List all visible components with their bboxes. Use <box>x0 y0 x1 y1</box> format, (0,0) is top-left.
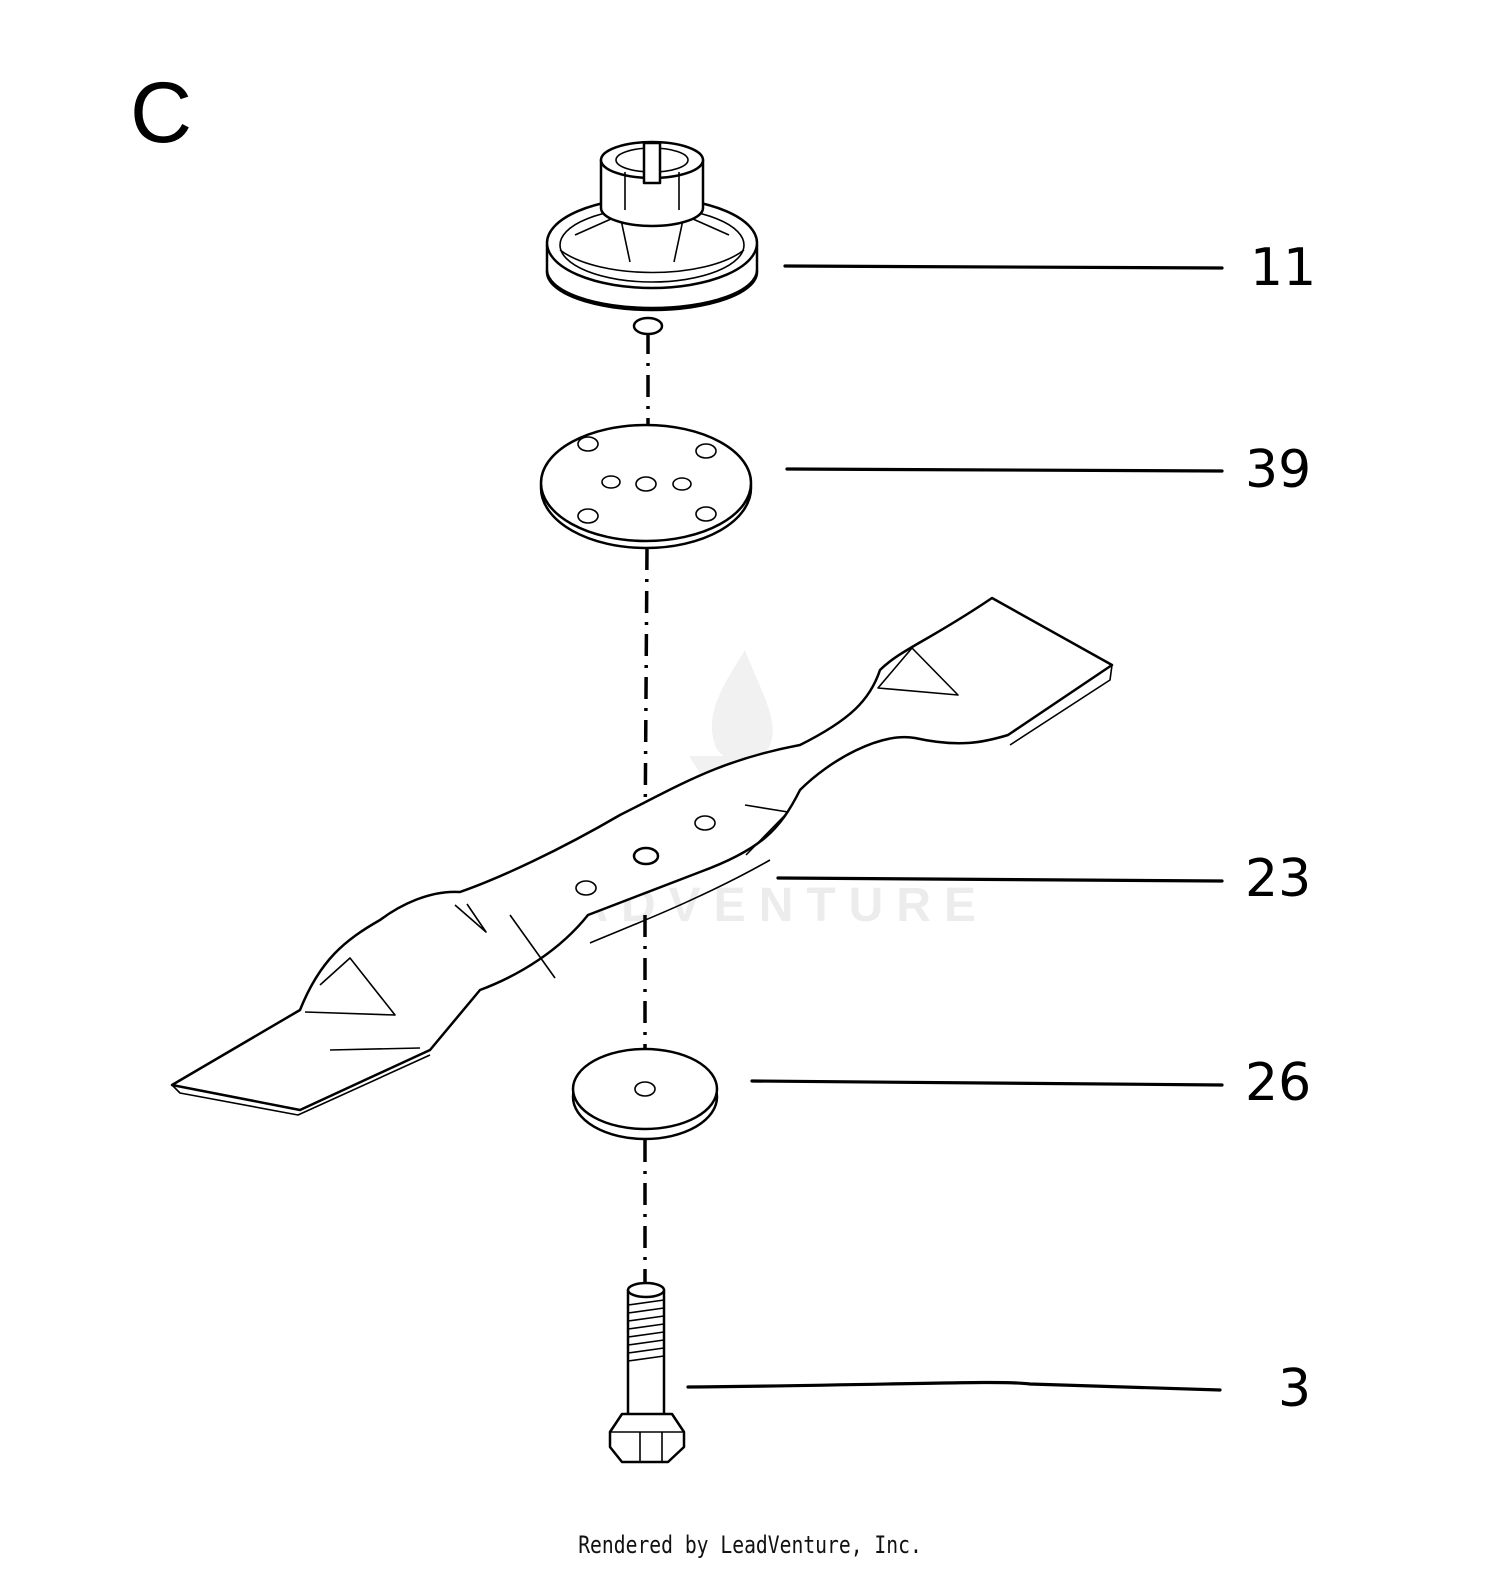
leader-line-23 <box>776 876 1224 883</box>
callout-26: 26 <box>1245 1053 1312 1113</box>
mower-blade-part <box>170 596 1114 1116</box>
leader-line-26 <box>750 1079 1224 1087</box>
blade-adapter-hub-part <box>545 140 759 336</box>
callout-11: 11 <box>1250 238 1317 298</box>
leader-lines <box>686 264 1224 1392</box>
washer-part <box>571 1047 719 1141</box>
leader-line-39 <box>785 467 1224 473</box>
callout-23: 23 <box>1245 849 1312 909</box>
leader-line-3 <box>686 1380 1222 1392</box>
hex-bolt-part <box>608 1281 686 1464</box>
section-label: C <box>130 65 193 161</box>
leader-line-11 <box>783 264 1224 270</box>
stiffener-plate-part <box>539 423 753 550</box>
footer-credit: Rendered by LeadVenture, Inc. <box>578 1531 922 1559</box>
assembly-axis-line <box>643 332 650 1290</box>
callout-3: 3 <box>1278 1359 1312 1419</box>
callout-39: 39 <box>1245 440 1312 500</box>
